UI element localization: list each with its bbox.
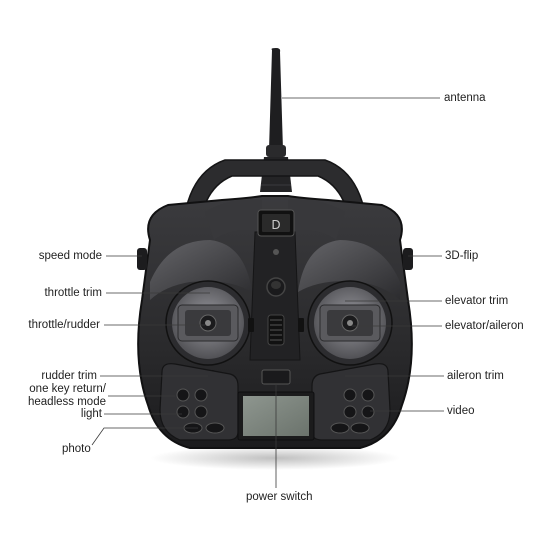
power-switch-part	[261, 369, 291, 385]
right-wing-panel	[298, 240, 400, 300]
label-one-key-return: one key return/ headless mode	[28, 383, 106, 409]
left-button-cluster	[159, 363, 239, 441]
label-rudder-trim: rudder trim	[41, 370, 97, 382]
label-one-key-return-line1: one key return/	[29, 383, 106, 395]
label-power-switch: power switch	[246, 491, 313, 503]
right-stick-gimbal	[307, 280, 393, 366]
leader-photo	[91, 427, 198, 446]
flip-button	[403, 248, 413, 270]
label-aileron-trim: aileron trim	[447, 370, 504, 382]
center-slider	[267, 314, 285, 346]
label-antenna: antenna	[444, 92, 486, 104]
label-video: video	[447, 405, 475, 417]
label-3d-flip: 3D-flip	[445, 250, 479, 262]
label-speed-mode: speed mode	[38, 250, 102, 262]
label-throttle-trim: throttle trim	[44, 287, 102, 299]
label-light: light	[80, 408, 102, 420]
left-stick-gimbal	[165, 280, 251, 366]
svg-text:D: D	[271, 218, 280, 232]
label-elevator-aileron: elevator/aileron	[445, 320, 524, 332]
left-wing-panel	[150, 240, 252, 300]
center-knob	[266, 277, 286, 297]
label-one-key-return-line2: headless mode	[28, 396, 106, 408]
label-elevator-trim: elevator trim	[445, 295, 509, 307]
leader-lines	[91, 97, 444, 488]
right-button-cluster	[311, 363, 391, 441]
label-throttle-rudder: throttle/rudder	[28, 319, 100, 331]
speed-mode-button	[137, 248, 147, 270]
label-photo: photo	[62, 443, 91, 455]
floor-shadow	[150, 446, 400, 470]
